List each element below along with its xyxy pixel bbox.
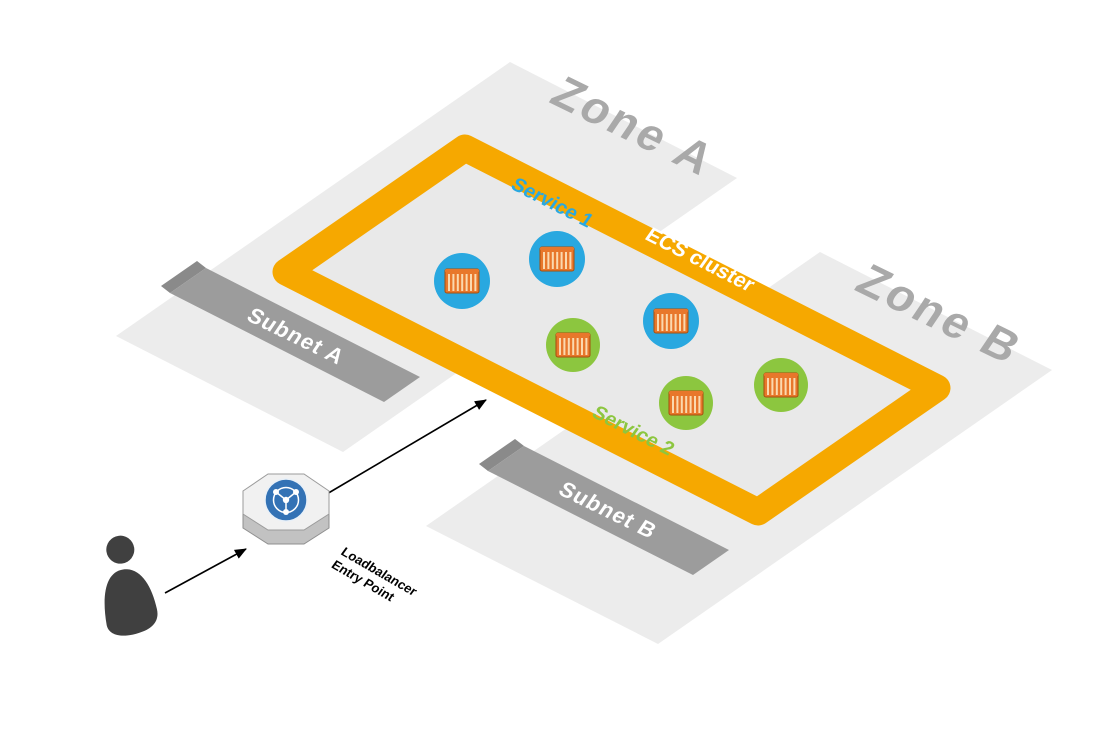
task-instance bbox=[643, 293, 699, 349]
task-instance bbox=[754, 358, 808, 412]
container-icon bbox=[668, 390, 704, 416]
subnet-b-band-fold bbox=[479, 439, 524, 471]
loadbalancer-icon bbox=[242, 473, 330, 545]
user-head bbox=[106, 535, 135, 564]
task-instance bbox=[529, 231, 585, 287]
ecs-cluster-boundary bbox=[272, 134, 951, 526]
service-1-tasks bbox=[434, 231, 699, 349]
loadbalancer-label: Loadbalancer Entry Point bbox=[329, 544, 420, 604]
container-icon bbox=[444, 268, 480, 294]
task-instance bbox=[546, 318, 600, 372]
subnet-b-band bbox=[488, 446, 729, 575]
user-to-loadbalancer-arrow bbox=[164, 548, 247, 594]
task-instance bbox=[659, 376, 713, 430]
container-icon bbox=[763, 372, 799, 398]
task-instance bbox=[434, 253, 490, 309]
loadbalancer-to-cluster-arrow bbox=[319, 399, 487, 499]
container-icon bbox=[539, 246, 575, 272]
service-2-tasks bbox=[546, 318, 808, 430]
subnet-a-band-fold bbox=[161, 261, 206, 293]
network-glyph bbox=[272, 486, 300, 515]
container-icon bbox=[555, 332, 591, 358]
user-icon bbox=[104, 535, 158, 636]
subnet-a-band bbox=[170, 268, 420, 402]
user-body bbox=[104, 569, 158, 636]
container-icon bbox=[653, 308, 689, 334]
